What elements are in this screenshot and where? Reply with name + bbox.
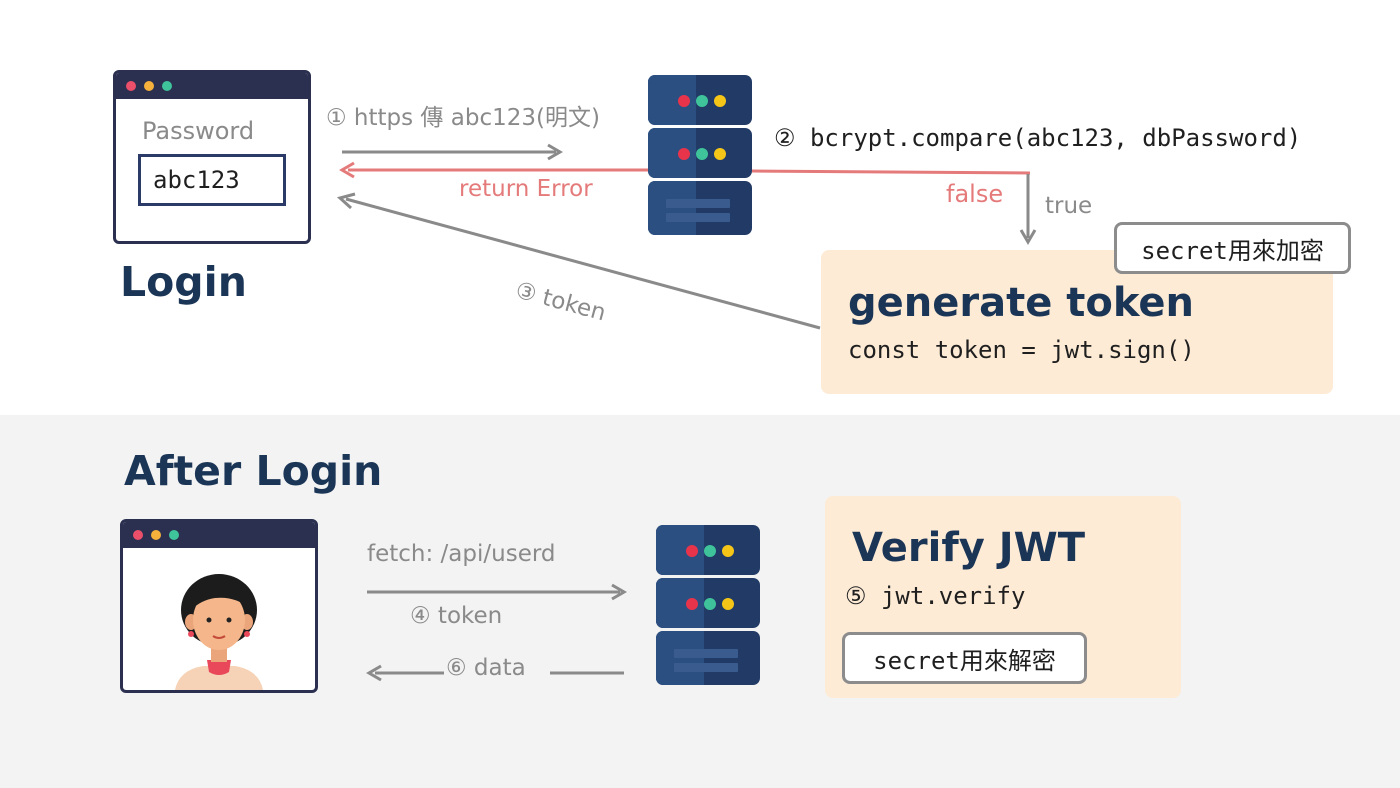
generate-token-card bbox=[821, 250, 1333, 394]
server-led-red bbox=[678, 95, 690, 107]
generate-token-title: generate token bbox=[848, 280, 1194, 326]
server-led-red bbox=[678, 148, 690, 160]
secret-encrypt-tag: secret用來加密 bbox=[1114, 222, 1351, 274]
fetch-label: fetch: /api/userd bbox=[367, 541, 556, 567]
user-browser-window bbox=[120, 519, 318, 693]
server-led-green bbox=[696, 148, 708, 160]
close-dot-icon bbox=[133, 530, 143, 540]
step5-label: ⑤ jwt.verify bbox=[845, 582, 1026, 610]
server-unit-2 bbox=[648, 128, 752, 178]
server-led-yellow bbox=[722, 545, 734, 557]
after-login-heading: After Login bbox=[124, 447, 383, 495]
step4-label: ④ token bbox=[410, 603, 503, 629]
login-caption: Login bbox=[120, 258, 247, 306]
minimize-dot-icon bbox=[151, 530, 161, 540]
browser-title-bar bbox=[123, 522, 315, 548]
minimize-dot-icon bbox=[144, 81, 154, 91]
server-led-red bbox=[686, 598, 698, 610]
server-unit-3 bbox=[648, 181, 752, 235]
server-unit-2 bbox=[656, 578, 760, 628]
step6-label: ⑥ data bbox=[446, 655, 526, 681]
server-slot bbox=[674, 663, 738, 672]
login-browser-window: Password abc123 bbox=[113, 70, 311, 244]
server-unit-1 bbox=[656, 525, 760, 575]
server-led-green bbox=[696, 95, 708, 107]
step2-label: ② bcrypt.compare(abc123, dbPassword) bbox=[774, 124, 1302, 152]
server-led-green bbox=[704, 545, 716, 557]
password-label: Password bbox=[142, 117, 255, 145]
server-unit-1 bbox=[648, 75, 752, 125]
return-error-label: return Error bbox=[459, 176, 593, 202]
jwt-sign-code: const token = jwt.sign() bbox=[848, 336, 1195, 364]
close-dot-icon bbox=[126, 81, 136, 91]
browser-title-bar bbox=[116, 73, 308, 99]
user-avatar-icon bbox=[175, 574, 263, 690]
step1-label: ① https 傳 abc123(明文) bbox=[326, 105, 600, 131]
server-slot bbox=[666, 199, 730, 208]
secret-decrypt-tag: secret用來解密 bbox=[842, 632, 1087, 684]
server-unit-3 bbox=[656, 631, 760, 685]
verify-jwt-title: Verify JWT bbox=[852, 525, 1086, 571]
server-slot bbox=[674, 649, 738, 658]
false-label: false bbox=[946, 180, 1004, 208]
server-led-yellow bbox=[722, 598, 734, 610]
server-led-red bbox=[686, 545, 698, 557]
maximize-dot-icon bbox=[169, 530, 179, 540]
password-input[interactable]: abc123 bbox=[138, 154, 286, 206]
server-slot bbox=[666, 213, 730, 222]
server-led-yellow bbox=[714, 95, 726, 107]
token-arrow bbox=[345, 197, 821, 330]
server-led-green bbox=[704, 598, 716, 610]
maximize-dot-icon bbox=[162, 81, 172, 91]
true-label: true bbox=[1045, 193, 1093, 219]
server-led-yellow bbox=[714, 148, 726, 160]
